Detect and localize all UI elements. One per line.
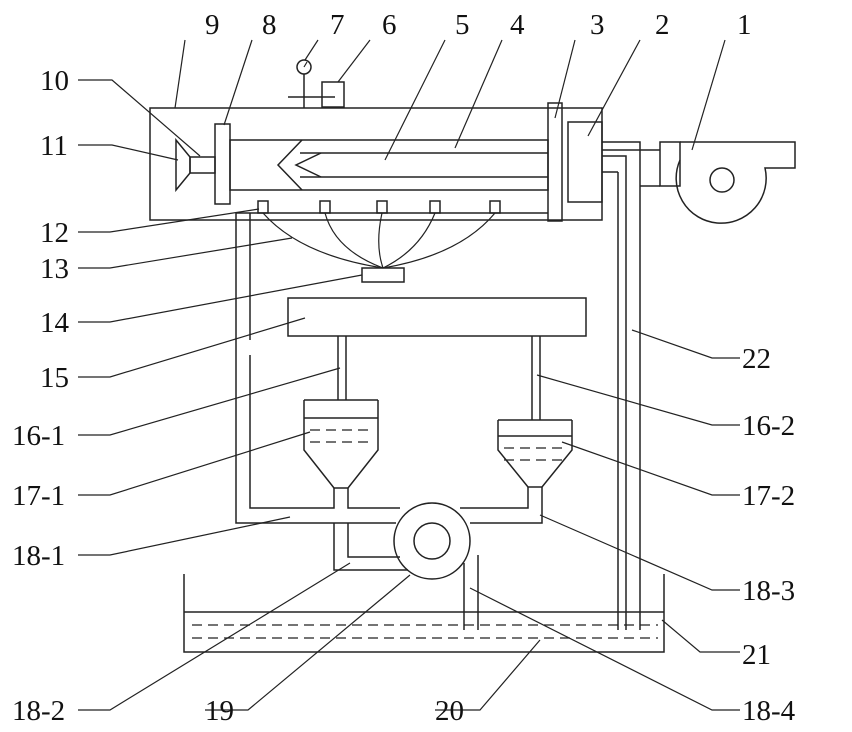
wire-13e (383, 213, 495, 268)
label-18-2: 18-2 (12, 695, 65, 727)
leader-3 (555, 40, 575, 118)
controller-14 (362, 268, 404, 282)
label-2: 2 (655, 9, 670, 41)
pump-19 (394, 503, 470, 579)
leader-19 (205, 575, 410, 710)
leader-2 (588, 40, 640, 136)
pipe-18-1-outer (236, 213, 396, 523)
leader-4 (455, 40, 502, 148)
label-15: 15 (40, 362, 69, 394)
nozzle-cone-11 (176, 140, 190, 190)
gauge-needle (304, 62, 307, 67)
chevron-outer (278, 140, 302, 190)
end-plate-8 (215, 124, 230, 204)
pipe-18-1-inner (250, 355, 334, 508)
wire-13c (379, 213, 383, 268)
label-8: 8 (262, 9, 277, 41)
label-17-1: 17-1 (12, 480, 65, 512)
leader-13 (78, 238, 292, 268)
sensor-12c (377, 201, 387, 213)
blower-1 (676, 142, 795, 223)
leader-9 (175, 40, 185, 108)
tank-21 (184, 574, 664, 652)
label-18-4: 18-4 (742, 695, 796, 727)
chevron-inner (296, 153, 321, 177)
label-3: 3 (590, 9, 605, 41)
blower-inlet (660, 142, 680, 186)
connector-2 (568, 122, 602, 202)
label-6: 6 (382, 9, 397, 41)
leader-17-1 (78, 432, 310, 495)
leader-5 (385, 40, 445, 160)
leader-22 (632, 330, 740, 358)
valve-box-6 (322, 82, 344, 107)
label-9: 9 (205, 9, 220, 41)
leader-17-2 (562, 442, 740, 495)
label-17-2: 17-2 (742, 480, 795, 512)
sensor-12d (430, 201, 440, 213)
sensor-12a (258, 201, 268, 213)
label-4: 4 (510, 9, 525, 41)
leader-8 (224, 40, 252, 125)
leader-6 (338, 40, 370, 82)
label-16-2: 16-2 (742, 410, 795, 442)
tank-17-1 (304, 400, 378, 488)
housing-9 (150, 108, 602, 220)
wire-13d (383, 213, 435, 268)
leader-7 (305, 40, 318, 60)
leader-18-2 (78, 563, 350, 710)
label-11: 11 (40, 130, 68, 162)
nozzle-stem-10 (190, 157, 215, 173)
pipe-18-2-inner (348, 523, 400, 557)
leader-1 (692, 40, 725, 150)
label-14: 14 (40, 307, 70, 339)
pipe-22-inner (602, 156, 626, 630)
blower-hub (710, 168, 734, 192)
label-12: 12 (40, 217, 69, 249)
pipe-18-1-connector (348, 488, 400, 508)
label-18-1: 18-1 (12, 540, 65, 572)
pipe-18-2-outer (334, 523, 408, 570)
label-18-3: 18-3 (742, 575, 795, 607)
label-21: 21 (742, 639, 771, 671)
pipe-22-outer (602, 142, 640, 630)
leader-16-1 (78, 368, 340, 435)
label-13: 13 (40, 253, 69, 285)
leader-16-2 (537, 375, 740, 425)
pump-19-rotor (414, 523, 450, 559)
flange-3 (548, 103, 562, 221)
label-5: 5 (455, 9, 470, 41)
leader-15 (78, 318, 305, 377)
label-19: 19 (205, 695, 234, 727)
label-1: 1 (737, 9, 752, 41)
leader-21 (662, 620, 740, 652)
plate-15 (288, 298, 586, 336)
label-20: 20 (435, 695, 464, 727)
pipe-18-3-outer (460, 487, 528, 508)
sensor-12e (490, 201, 500, 213)
label-7: 7 (330, 9, 345, 41)
leader-11 (78, 145, 178, 160)
label-22: 22 (742, 343, 771, 375)
wire-13b (325, 213, 383, 268)
leader-18-4 (470, 588, 740, 710)
tank-17-2 (498, 420, 572, 487)
pipe-18-3-inner (470, 487, 542, 523)
label-10: 10 (40, 65, 69, 97)
label-16-1: 16-1 (12, 420, 65, 452)
sensor-12b (320, 201, 330, 213)
